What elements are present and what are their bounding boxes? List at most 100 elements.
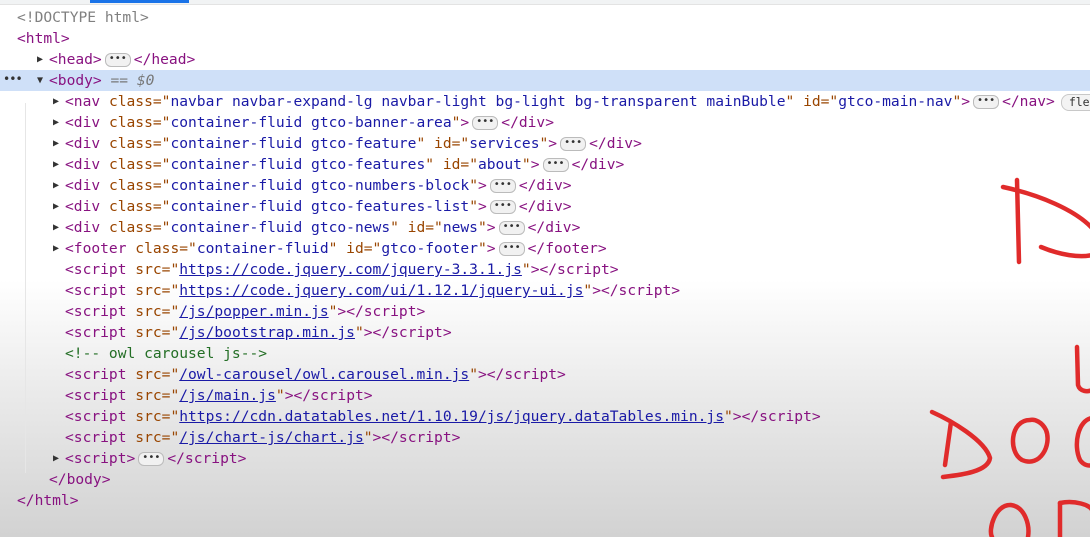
node-content: <script src="https://code.jquery.com/ui/… [65,280,680,301]
dom-node[interactable]: <script src="/js/bootstrap.min.js"></scr… [0,322,1090,343]
attribute-value: gtco-footer [381,240,478,257]
attribute-value: container-fluid gtco-feature [170,135,417,152]
expand-triangle-icon[interactable]: ▶ [53,159,60,170]
dom-node[interactable]: ▶ <div class="container-fluid gtco-number… [0,175,1090,196]
dom-node[interactable]: <script src="/js/chart-js/chart.js"></sc… [0,427,1090,448]
dom-node[interactable]: <script src="https://cdn.datatables.net/… [0,406,1090,427]
attribute-token: " [539,135,549,152]
resource-link[interactable]: /js/main.js [179,387,276,404]
doctype-token: <!DOCTYPE html> [17,9,149,26]
dom-node[interactable]: ▶<div class="container-fluid gtco-banner… [0,112,1090,133]
dom-tree[interactable]: <!DOCTYPE html><html>▶<head>•••</head>••… [0,7,1090,511]
attribute-token: " [363,429,373,446]
attribute-token: " [275,387,285,404]
resource-link[interactable]: https://code.jquery.com/ui/1.12.1/jquery… [179,282,584,299]
attribute-token: src=" [135,324,180,341]
expand-ellipsis-button[interactable]: ••• [489,179,516,193]
expand-ellipsis-button[interactable]: ••• [489,200,516,214]
node-content: <script src="https://code.jquery.com/jqu… [65,259,619,280]
resource-link[interactable]: /js/bootstrap.min.js [179,324,355,341]
dom-node[interactable]: <!-- owl carousel js--> [0,343,1090,364]
dom-node[interactable]: ▶ <div class="container-fluid gtco-news" … [0,217,1090,238]
expand-triangle-icon[interactable]: ▶ [53,138,60,149]
attribute-token: " id=" [390,219,443,236]
tag-token: ></script> [732,408,821,425]
attribute-value: about [477,156,522,173]
expand-ellipsis-button[interactable]: ••• [498,221,525,235]
tag-token: <div [65,156,109,173]
expand-triangle-icon[interactable]: ▶ [53,453,60,464]
dom-node[interactable]: ▶<div class="container-fluid gtco-featur… [0,133,1090,154]
tag-token: > [548,135,558,152]
attribute-value: news [442,219,478,236]
attribute-value: container-fluid [196,240,329,257]
expand-triangle-icon[interactable]: ▶ [37,54,44,65]
tag-token: <footer [65,240,136,257]
expand-triangle-icon[interactable]: ▶ [53,222,60,233]
dom-node[interactable]: <script src="/owl-carousel/owl.carousel.… [0,364,1090,385]
node-content: <div class="container-fluid gtco-numbers… [65,175,572,196]
resource-link[interactable]: /owl-carousel/owl.carousel.min.js [179,366,470,383]
expand-ellipsis-button[interactable]: ••• [104,53,131,67]
expand-triangle-icon[interactable]: ▶ [53,201,60,212]
node-content: </body> [49,469,111,490]
dom-node[interactable]: ▶<footer class="container-fluid" id="gtc… [0,238,1090,259]
tag-token: <script [65,387,136,404]
tag-token: </footer> [527,240,607,257]
node-content: </html> [17,490,79,511]
attribute-token: class=" [108,93,171,110]
resource-link[interactable]: /js/popper.min.js [179,303,329,320]
active-tab-indicator[interactable] [90,0,189,3]
dom-node[interactable]: <script src="/js/main.js"></script> [0,385,1090,406]
expand-ellipsis-button[interactable]: ••• [973,95,1000,109]
attribute-token: " [952,93,962,110]
expand-triangle-icon[interactable]: ▶ [53,117,60,128]
tag-token: <script [65,408,136,425]
dom-node[interactable]: <script src="https://code.jquery.com/ui/… [0,280,1090,301]
dom-node[interactable]: <script src="https://code.jquery.com/jqu… [0,259,1090,280]
node-content: <div class="container-fluid gtco-news" i… [65,217,580,238]
dom-node[interactable]: ▶<div class="container-fluid gtco-featur… [0,196,1090,217]
dom-node[interactable]: ▶<head>•••</head> [0,49,1090,70]
dom-node[interactable]: <!DOCTYPE html> [0,7,1090,28]
tag-token: > [486,219,496,236]
resource-link[interactable]: /js/chart-js/chart.js [179,429,364,446]
expand-triangle-icon[interactable]: ▶ [53,96,60,107]
expand-ellipsis-button[interactable]: ••• [560,137,587,151]
expand-ellipsis-button[interactable]: ••• [472,116,499,130]
dom-node[interactable]: </body> [0,469,1090,490]
tag-token: ></script> [592,282,681,299]
node-actions-icon[interactable]: ••• [3,72,23,86]
dom-node[interactable]: ▶<nav class="navbar navbar-expand-lg nav… [0,91,1090,112]
node-content: <script src="/js/bootstrap.min.js"></scr… [65,322,452,343]
collapse-triangle-icon[interactable]: ▼ [37,75,44,86]
dom-node-selected[interactable]: ••• ▼ <body> == $0 [0,70,1090,91]
attribute-token: src=" [135,429,180,446]
node-content: <script src="/js/main.js"></script> [65,385,373,406]
tag-token: <div [65,135,109,152]
dom-node[interactable]: <script src="/js/popper.min.js"></script… [0,301,1090,322]
expand-triangle-icon[interactable]: ▶ [53,180,60,191]
dom-node[interactable]: ▶<div class="container-fluid gtco-featur… [0,154,1090,175]
devtools-tab-strip [0,0,1090,5]
dom-node[interactable]: </html> [0,490,1090,511]
attribute-token: " id=" [785,93,839,110]
attribute-token: src=" [135,387,180,404]
tag-token: </div> [527,219,581,236]
dom-node[interactable]: <html> [0,28,1090,49]
expand-ellipsis-button[interactable]: ••• [542,158,569,172]
flex-badge[interactable]: flex [1060,93,1090,111]
expand-triangle-icon[interactable]: ▶ [53,243,60,254]
resource-link[interactable]: https://cdn.datatables.net/1.10.19/js/jq… [179,408,724,425]
attribute-token: " [469,366,478,383]
node-content: <script src="/js/chart-js/chart.js"></sc… [65,427,460,448]
tag-token: ></script> [477,366,566,383]
expand-ellipsis-button[interactable]: ••• [498,242,525,256]
tag-token: > [477,177,487,194]
attribute-token: " [521,156,531,173]
resource-link[interactable]: https://code.jquery.com/jquery-3.3.1.js [179,261,522,278]
expand-ellipsis-button[interactable]: ••• [138,452,165,466]
node-content: <body> == $0 [49,70,154,91]
node-content: <html> [17,28,70,49]
dom-node[interactable]: ▶<script>•••</script> [0,448,1090,469]
